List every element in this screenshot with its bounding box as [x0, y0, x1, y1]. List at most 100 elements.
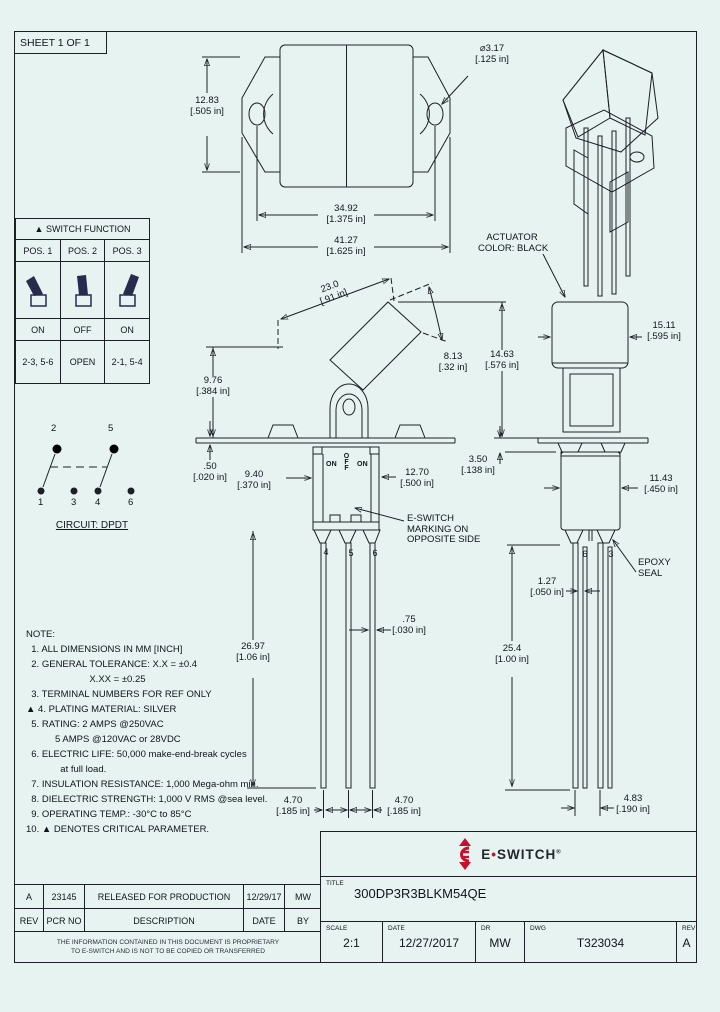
sheet-label: SHEET 1 OF 1: [20, 36, 90, 49]
note-line: ▲ 4. PLATING MATERIAL: SILVER: [26, 704, 177, 715]
note-line: 9. OPERATING TEMP.: -30°C to 85°C: [26, 809, 192, 820]
pos3-state: ON: [104, 319, 149, 340]
brand-logo-row: E•SWITCH®: [321, 832, 696, 877]
date-header: DATE: [243, 909, 284, 932]
dwg-cell: DWG T323034: [524, 922, 676, 962]
pcr-no-header: PCR NO: [43, 909, 84, 932]
drafter-initials: MW: [489, 936, 511, 950]
proprietary-notice: THE INFORMATION CONTAINED IN THIS DOCUME…: [14, 931, 322, 963]
sheet-number-box: SHEET 1 OF 1: [14, 31, 107, 54]
by-header: BY: [284, 909, 321, 932]
circuit-schematic: [37, 444, 135, 495]
pos2-connections: OPEN: [59, 341, 105, 383]
drafter-cell: DR MW: [475, 922, 524, 962]
dim-34-92: 34.92[1.375 in]: [318, 203, 374, 225]
title-block-bottom-row: SCALE 2:1 DATE 12/27/2017 DR MW DWG T323…: [321, 922, 696, 962]
note-line: 5. RATING: 2 AMPS @250VAC: [26, 719, 164, 730]
note-line: X.XX = ±0.25: [26, 674, 146, 685]
front-view: [195, 277, 506, 818]
title-label: TITLE: [326, 880, 344, 887]
pos1-header: POS. 1: [23, 245, 53, 256]
description-value: RELEASED FOR PRODUCTION: [84, 885, 243, 908]
circuit-caption: CIRCUIT: DPDT: [55, 520, 129, 531]
dim-0-75: .75[.030 in]: [392, 614, 426, 636]
part-number: 300DP3R3BLKM54QE: [354, 886, 487, 901]
rev-header: REV: [19, 915, 39, 926]
dim-0-50: .50[.020 in]: [193, 461, 227, 483]
notes-list: NOTE: 1. ALL DIMENSIONS IN MM [INCH] 2. …: [26, 627, 267, 837]
registered-mark: ®: [556, 849, 562, 855]
actuator-color-callout: ACTUATOR COLOR: BLACK: [478, 232, 549, 254]
dim-3-50: 3.50[.138 in]: [461, 454, 495, 476]
revision-header-row: REV PCR NO DESCRIPTION DATE BY: [15, 908, 321, 932]
product-photo: [562, 48, 659, 297]
date-value: 12/29/17: [243, 885, 284, 908]
brand-dot: •: [491, 846, 498, 862]
toggle-left-icon: [16, 262, 60, 318]
dim-4-83: 4.83[.190 in]: [616, 793, 650, 815]
face-off-center: OFF: [343, 453, 350, 471]
note-line: 7. INSULATION RESISTANCE: 1,000 Mega-ohm…: [26, 779, 259, 790]
function-table-title: ▲ SWITCH FUNCTION: [34, 224, 131, 234]
face-on-left: ON: [326, 461, 337, 468]
title-block: E•SWITCH® TITLE 300DP3R3BLKM54QE SCALE 2…: [320, 831, 697, 963]
dim-hole-dia: ⌀3.17[.125 in]: [475, 43, 509, 65]
terminal-4: 4: [323, 547, 329, 557]
pos1-connections: 2-3, 5-6: [22, 357, 54, 367]
circuit-terminal-2: 2: [51, 423, 57, 434]
pcr-no-value: 23145: [43, 885, 84, 908]
circuit-terminal-4: 4: [95, 497, 101, 508]
revision-table: A 23145 RELEASED FOR PRODUCTION 12/29/17…: [14, 884, 322, 933]
revision-row: A 23145 RELEASED FOR PRODUCTION 12/29/17…: [15, 885, 321, 908]
dim-4-70-left: 4.70[.185 in]: [276, 795, 310, 817]
dim-26-97: 26.97[1.06 in]: [233, 641, 273, 663]
switch-function-table: ▲ SWITCH FUNCTION POS. 1 POS. 2 POS. 3 O…: [15, 218, 150, 384]
epoxy-seal-callout: EPOXY SEAL: [638, 557, 671, 579]
function-table-header-row: POS. 1 POS. 2 POS. 3: [16, 239, 149, 261]
note-line: 10. ▲ DENOTES CRITICAL PARAMETER.: [26, 824, 210, 835]
dim-4-70-right: 4.70[.185 in]: [387, 795, 421, 817]
circuit-terminal-3: 3: [71, 497, 77, 508]
circuit-terminal-5: 5: [108, 423, 114, 434]
circuit-terminal-6: 6: [128, 497, 134, 508]
pos2-state: OFF: [59, 319, 105, 340]
dim-8-13: 8.13[.32 in]: [438, 351, 468, 373]
note-line: 3. TERMINAL NUMBERS FOR REF ONLY: [26, 689, 212, 700]
eswitch-logo-icon: [459, 838, 472, 870]
note-line: 2. GENERAL TOLERANCE: X.X = ±0.4: [26, 659, 198, 670]
rev-cell: REV A: [676, 922, 696, 962]
rev-value: A: [25, 891, 32, 902]
drawing-number: T323034: [576, 936, 625, 950]
note-line: at full load.: [26, 764, 107, 775]
brand-name: E•SWITCH®: [481, 846, 562, 862]
face-on-right: ON: [357, 461, 368, 468]
dim-25-4: 25.4[1.00 in]: [492, 643, 532, 665]
title-row: TITLE 300DP3R3BLKM54QE: [321, 877, 696, 922]
dim-12-70: 12.70[.500 in]: [400, 467, 434, 489]
scale-cell: SCALE 2:1: [321, 922, 382, 962]
function-table-state-row: ON OFF ON: [16, 318, 149, 340]
revision-letter: A: [682, 936, 691, 950]
terminal-3-side: 3: [608, 549, 614, 559]
toggle-right-icon: [104, 262, 149, 318]
terminal-6-side: 6: [582, 549, 588, 559]
dim-11-43: 11.43[.450 in]: [644, 473, 678, 495]
note-line: NOTE:: [26, 629, 56, 640]
marking-callout: E-SWITCH MARKING ON OPPOSITE SIDE: [407, 513, 481, 545]
note-line: 1. ALL DIMENSIONS IN MM [INCH]: [26, 644, 183, 655]
dim-14-63: 14.63[.576 in]: [482, 349, 522, 371]
function-table-connection-row: 2-3, 5-6 OPEN 2-1, 5-4: [16, 340, 149, 383]
dim-15-11: 15.11[.595 in]: [647, 320, 681, 342]
dim-9-76: 9.76[.384 in]: [193, 375, 233, 397]
description-header: DESCRIPTION: [84, 909, 243, 932]
note-line: 5 AMPS @120VAC or 28VDC: [26, 734, 181, 745]
note-line: 8. DIELECTRIC STRENGTH: 1,000 V RMS @sea…: [26, 794, 268, 805]
pos3-header: POS. 3: [104, 240, 149, 261]
scale-value: 2:1: [343, 936, 360, 950]
note-line: 6. ELECTRIC LIFE: 50,000 make-end-break …: [26, 749, 247, 760]
dim-41-27: 41.27[1.625 in]: [318, 235, 374, 257]
circuit-terminal-1: 1: [38, 497, 44, 508]
by-value: MW: [284, 885, 321, 908]
pos3-connections: 2-1, 5-4: [104, 341, 149, 383]
